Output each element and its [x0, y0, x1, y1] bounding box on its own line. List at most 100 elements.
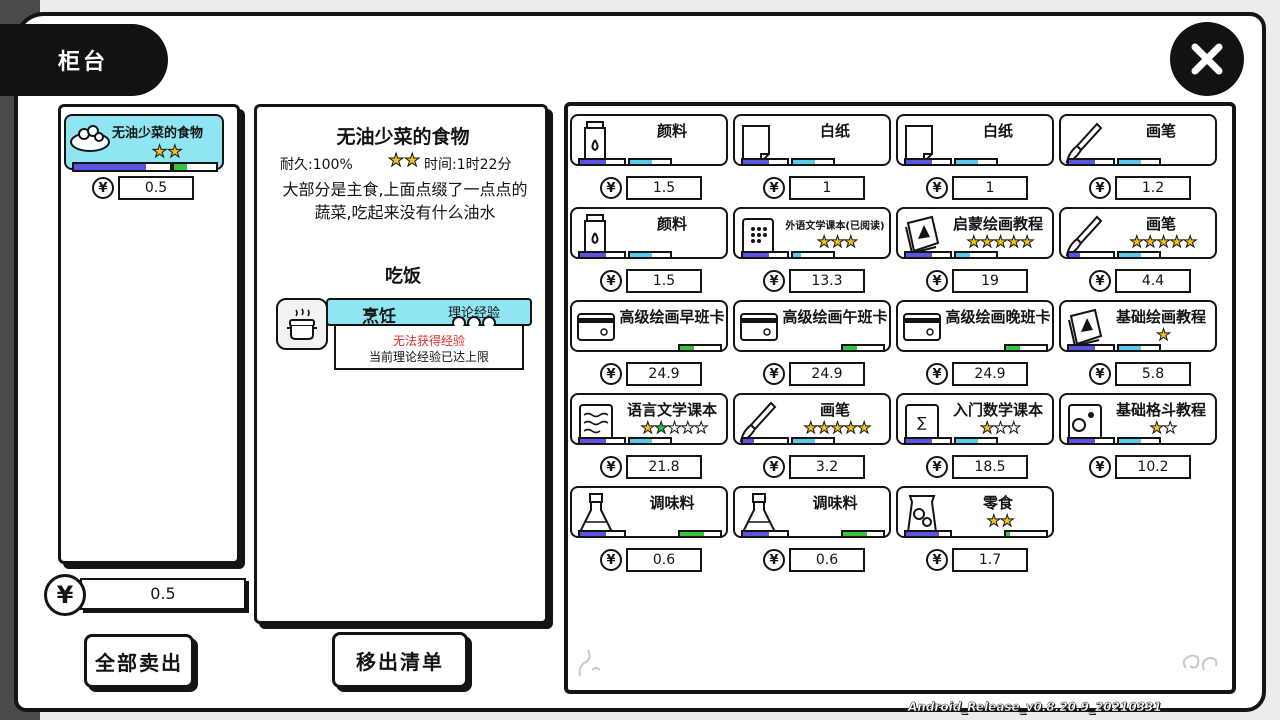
close-button[interactable] [1170, 22, 1244, 96]
remove-list-button[interactable]: 移出清单 [332, 632, 468, 688]
inventory-item-name: 调味料 [649, 494, 695, 512]
inventory-item-card[interactable]: 白纸 [733, 114, 891, 166]
inventory-item-card[interactable]: 调味料 [733, 486, 891, 538]
freshness-bar [841, 344, 885, 352]
quality-bar [954, 437, 998, 445]
inventory-item[interactable]: 画笔★★★★★ ¥3.2 [733, 393, 891, 485]
inventory-item-stars: ★★★★★ [1111, 232, 1215, 251]
inventory-item-card[interactable]: 启蒙绘画教程★★★★★ [896, 207, 1054, 259]
inventory-item[interactable]: 白纸 ¥1 [896, 114, 1054, 206]
inventory-item-card[interactable]: 颜料 [570, 114, 728, 166]
durability-bar [741, 158, 789, 166]
inventory-item-price-value: 1.5 [626, 176, 702, 200]
inventory-item-price-value: 1.2 [1115, 176, 1191, 200]
inventory-item[interactable]: 外语文学课本(已阅读)★★★¥13.3 [733, 207, 891, 299]
inventory-item-name: 颜料 [656, 215, 687, 233]
skill-note: 当前理论经验已达上限 [368, 350, 489, 364]
star-icon: ★ [1156, 232, 1171, 251]
durability-bar [741, 530, 789, 538]
inventory-item[interactable]: 零食★★¥1.7 [896, 486, 1054, 578]
inventory-item[interactable]: 基础格斗教程★★¥10.2 [1059, 393, 1217, 485]
inventory-item[interactable]: 调味料¥0.6 [733, 486, 891, 578]
inventory-item-price-value: 1.5 [626, 269, 702, 293]
inventory-item-card[interactable]: 高级绘画午班卡 [733, 300, 891, 352]
freshness-bar [1004, 344, 1048, 352]
star-icon: ★ [816, 232, 831, 251]
freshness-bar [841, 530, 885, 538]
inventory-item-name: 画笔 [1145, 215, 1176, 233]
inventory-item-price: ¥4.4 [1089, 269, 1191, 293]
inventory-item-card[interactable]: 语言文学课本★★★★★ [570, 393, 728, 445]
inventory-item-card[interactable]: 颜料 [570, 207, 728, 259]
yen-icon: ¥ [1089, 270, 1111, 292]
inventory-item-card[interactable]: 调味料 [570, 486, 728, 538]
yen-icon: ¥ [600, 363, 622, 385]
quality-bar [791, 158, 835, 166]
inventory-item-card[interactable]: 高级绘画早班卡 [570, 300, 728, 352]
sell-all-button[interactable]: 全部卖出 [84, 634, 194, 688]
durability-bar [904, 251, 952, 259]
inventory-item-card[interactable]: 画笔★★★★★ [1059, 207, 1217, 259]
inventory-item-card[interactable]: 白纸 [896, 114, 1054, 166]
inventory-item-card[interactable]: 外语文学课本(已阅读)★★★ [733, 207, 891, 259]
inventory-item-price: ¥1 [926, 176, 1028, 200]
inventory-item[interactable]: 颜料¥1.5 [570, 114, 728, 206]
inventory-item-card[interactable]: 基础格斗教程★★ [1059, 393, 1217, 445]
inventory-item[interactable]: 高级绘画早班卡¥24.9 [570, 300, 728, 392]
inventory-item-stars: ★ [1111, 325, 1215, 344]
inventory-item-card[interactable]: 零食★★ [896, 486, 1054, 538]
doodle-icon [578, 649, 601, 677]
detail-action: 吃饭 [385, 266, 421, 287]
inventory-item[interactable]: 高级绘画午班卡¥24.9 [733, 300, 891, 392]
literature-book-icon [579, 404, 613, 440]
inventory-item-card[interactable]: 高级绘画晚班卡 [896, 300, 1054, 352]
yen-icon: ¥ [92, 177, 114, 199]
yen-icon: ¥ [926, 549, 948, 571]
inventory-item-name: 入门数学课本 [952, 401, 1043, 419]
inventory-item[interactable]: ∑入门数学课本★★★¥18.5 [896, 393, 1054, 485]
version-label: Android_Release_v0.8.20.9_20210331 [908, 700, 1162, 714]
total-price-box [80, 578, 246, 610]
yen-icon: ¥ [763, 549, 785, 571]
inventory-item-card[interactable]: 基础绘画教程★ [1059, 300, 1217, 352]
sell-list-item[interactable]: 无油少菜的食物 ★★ [64, 114, 224, 170]
yen-icon: ¥ [763, 177, 785, 199]
quality-bar [791, 437, 835, 445]
inventory-item-price-value: 3.2 [789, 455, 865, 479]
star-icon: ★ [680, 418, 695, 437]
inventory-item[interactable]: 白纸¥1 [733, 114, 891, 206]
star-icon: ★ [979, 232, 994, 251]
inventory-item-price: ¥1.2 [1089, 176, 1191, 200]
inventory-item[interactable]: 画笔★★★★★¥4.4 [1059, 207, 1217, 299]
inventory-item[interactable]: 高级绘画晚班卡¥24.9 [896, 300, 1054, 392]
star-icon: ★ [667, 418, 682, 437]
inventory-item[interactable]: 启蒙绘画教程★★★★★¥19 [896, 207, 1054, 299]
durability-bar [904, 530, 952, 538]
inventory-item[interactable]: 画笔 ¥1.2 [1059, 114, 1217, 206]
inventory-item[interactable]: 语言文学课本★★★★★¥21.8 [570, 393, 728, 485]
inventory-item[interactable]: 颜料¥1.5 [570, 207, 728, 299]
inventory-item-name: 颜料 [656, 122, 687, 140]
inventory-item-card[interactable]: 画笔★★★★★ [733, 393, 891, 445]
star-icon: ★ [1129, 232, 1144, 251]
star-icon: ★ [1162, 418, 1177, 437]
durability-bar [578, 158, 626, 166]
yen-icon: ¥ [763, 456, 785, 478]
inventory-item-price-value: 18.5 [952, 455, 1028, 479]
inventory-item-card[interactable]: 画笔 [1059, 114, 1217, 166]
inventory-item-name: 画笔 [1145, 122, 1176, 140]
yen-icon: ¥ [1089, 456, 1111, 478]
quality-bar [954, 251, 998, 259]
inventory-item[interactable]: 基础绘画教程★¥5.8 [1059, 300, 1217, 392]
detail-stars: ★★ [387, 150, 421, 172]
inventory-item-card[interactable]: ∑入门数学课本★★★ [896, 393, 1054, 445]
quality-bar [628, 251, 672, 259]
inventory-item[interactable]: 调味料 ¥0.6 [570, 486, 728, 578]
yen-icon: ¥ [1089, 363, 1111, 385]
inventory-item-price: ¥0.6 [600, 548, 702, 572]
time-label: 时间:1时22分 [424, 157, 512, 173]
durability-bar [741, 251, 789, 259]
durability-bar [1067, 344, 1115, 352]
svg-text:∑: ∑ [917, 415, 927, 431]
card-icon [740, 313, 778, 341]
